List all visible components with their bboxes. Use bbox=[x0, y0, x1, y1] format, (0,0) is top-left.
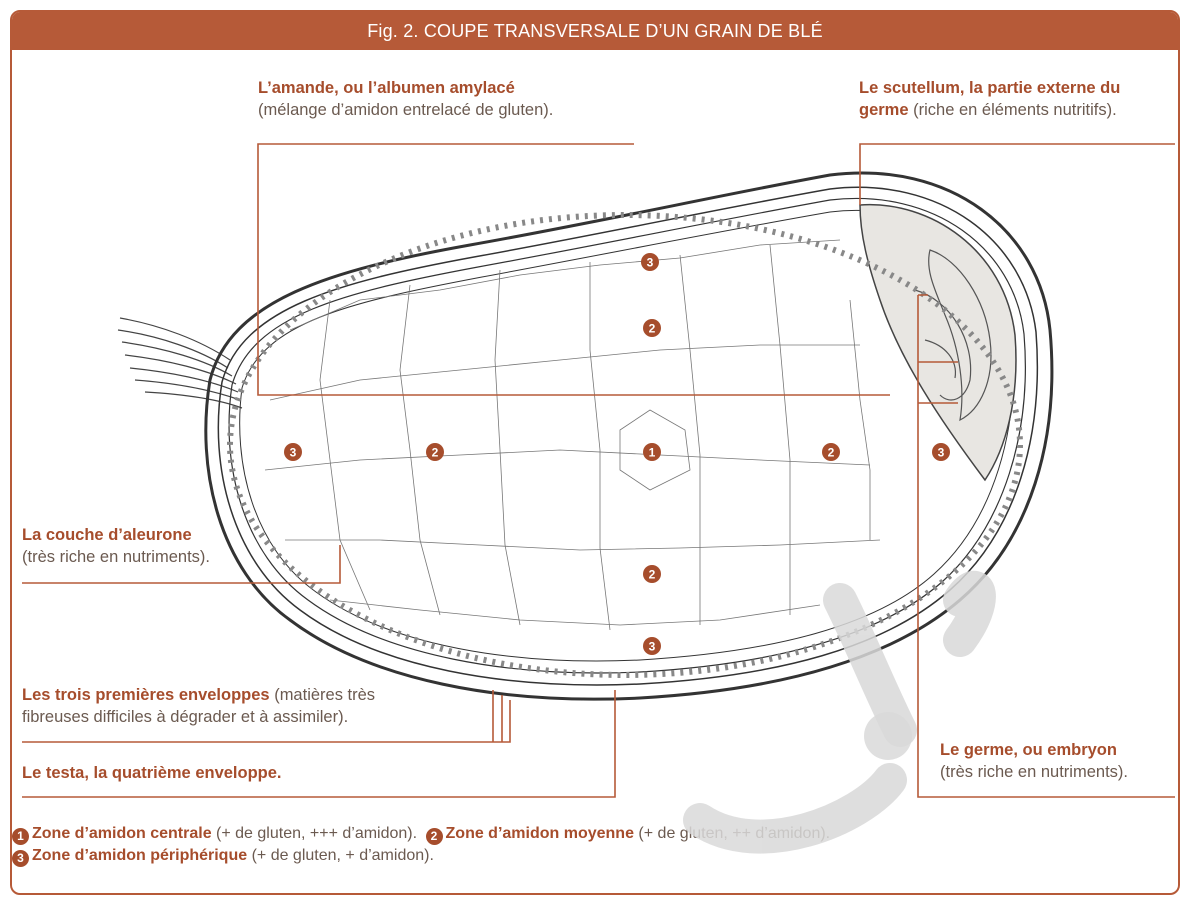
zone-marker-label: 3 bbox=[647, 256, 654, 270]
legend-num-2: 2 bbox=[426, 828, 443, 845]
label-enveloppes: Les trois premières enveloppes (matières… bbox=[22, 684, 375, 728]
legend-zone-2-desc: (+ de gluten, ++ d’amidon). bbox=[634, 825, 830, 842]
label-testa-title: Le testa, la quatrième enveloppe. bbox=[22, 762, 282, 784]
germ-embryo bbox=[860, 205, 1016, 480]
label-scutellum-desc: (riche en éléments nutritifs). bbox=[909, 101, 1117, 119]
starch-cells bbox=[265, 240, 880, 630]
label-scutellum: Le scutellum, la partie externe du germe… bbox=[859, 77, 1179, 121]
zone-3-marker-left: 3 bbox=[284, 443, 302, 461]
zone-marker-label: 2 bbox=[828, 446, 835, 460]
zone-3-marker-right: 3 bbox=[932, 443, 950, 461]
label-amande-title: L’amande, ou l’albumen amylacé bbox=[258, 77, 553, 99]
label-aleurone-title: La couche d’aleurone bbox=[22, 524, 210, 546]
zone-marker-label: 3 bbox=[290, 446, 297, 460]
label-testa: Le testa, la quatrième enveloppe. bbox=[22, 762, 282, 784]
legend-zone-1-title: Zone d’amidon centrale bbox=[32, 825, 212, 842]
label-germe-title: Le germe, ou embryon bbox=[940, 739, 1128, 761]
grain-brush-hairs bbox=[118, 318, 242, 408]
label-aleurone-desc: (très riche en nutriments). bbox=[22, 546, 210, 568]
zone-2-marker-top: 2 bbox=[643, 319, 661, 337]
zone-marker-label: 3 bbox=[649, 640, 656, 654]
legend-num-3: 3 bbox=[12, 850, 29, 867]
zone-marker-label: 2 bbox=[649, 568, 656, 582]
label-enveloppes-desc2: fibreuses difficiles à dégrader et à ass… bbox=[22, 706, 375, 728]
label-enveloppes-desc1: (matières très bbox=[270, 686, 375, 704]
legend-num-1: 1 bbox=[12, 828, 29, 845]
zone-2-marker-left: 2 bbox=[426, 443, 444, 461]
legend-zone-3-title: Zone d’amidon périphérique bbox=[32, 847, 247, 864]
label-enveloppes-title: Les trois premières enveloppes bbox=[22, 686, 270, 704]
legend-zone-3-desc: (+ de gluten, + d’amidon). bbox=[247, 847, 434, 864]
zone-1-marker: 1 bbox=[643, 443, 661, 461]
label-scutellum-title: Le scutellum, la partie externe du bbox=[859, 77, 1179, 99]
zone-3-marker-bottom: 3 bbox=[643, 637, 661, 655]
zone-2-marker-bottom: 2 bbox=[643, 565, 661, 583]
zone-marker-label: 1 bbox=[649, 446, 656, 460]
zone-marker-label: 2 bbox=[649, 322, 656, 336]
zone-marker-label: 3 bbox=[938, 446, 945, 460]
label-germe-desc: (très riche en nutriments). bbox=[940, 761, 1128, 783]
label-scutellum-germe: germe bbox=[859, 101, 909, 119]
legend-zone-1-desc: (+ de gluten, +++ d’amidon). bbox=[212, 825, 417, 842]
label-germe: Le germe, ou embryon (très riche en nutr… bbox=[940, 739, 1128, 783]
zone-markers: 3 2 1 2 2 3 3 2 3 bbox=[284, 253, 950, 655]
legend-zone-2-title: Zone d’amidon moyenne bbox=[446, 825, 634, 842]
label-aleurone: La couche d’aleurone (très riche en nutr… bbox=[22, 524, 210, 568]
leader-scutellum bbox=[860, 144, 1175, 205]
label-amande-desc: (mélange d’amidon entrelacé de gluten). bbox=[258, 99, 553, 121]
zone-2-marker-right: 2 bbox=[822, 443, 840, 461]
label-amande: L’amande, ou l’albumen amylacé (mélange … bbox=[258, 77, 553, 121]
zone-3-marker-top: 3 bbox=[641, 253, 659, 271]
zone-marker-label: 2 bbox=[432, 446, 439, 460]
